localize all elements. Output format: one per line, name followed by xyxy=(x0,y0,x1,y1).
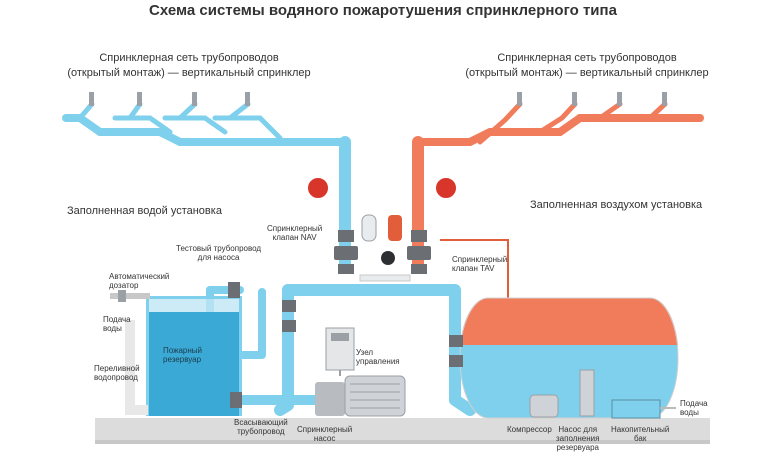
pump-label: Спринклерный насос xyxy=(297,425,352,443)
left-sprinkler-heads xyxy=(89,92,250,106)
nav-valve-label: Спринклерный клапан NAV xyxy=(267,224,322,242)
nav-valve-station xyxy=(334,214,377,274)
overflow-line2: водопровод xyxy=(94,373,138,382)
supply-right-line1: Подача xyxy=(680,399,708,408)
station-header xyxy=(359,274,411,282)
nav-valve-line1: Спринклерный xyxy=(267,224,323,233)
sprinkler-pump xyxy=(315,375,406,417)
fill-pump-line3: резервуара xyxy=(556,443,599,452)
pump-line2: насос xyxy=(313,434,336,443)
supply-right-line2: воды xyxy=(680,408,699,417)
pump-line1: Спринклерный xyxy=(297,425,353,434)
floor-shadow xyxy=(95,440,710,444)
fill-pump xyxy=(579,369,595,417)
overflow-label: Переливной водопровод xyxy=(94,364,140,382)
water-install-label: Заполненная водой установка xyxy=(67,205,222,217)
left-network-line2: (открытый монтаж) — вертикальный спринкл… xyxy=(67,67,311,79)
test-pipe-line2: для насоса xyxy=(197,253,240,262)
reservoir-label: Пожарный резервуар xyxy=(163,346,202,364)
storage-line2: бак xyxy=(633,434,647,443)
doser-line2: дозатор xyxy=(109,281,139,290)
suction-label: Всасывающий трубопровод xyxy=(234,418,288,436)
nav-valve-line2: клапан NAV xyxy=(272,233,317,242)
left-network-caption: Спринклерная сеть трубопроводов (открыты… xyxy=(58,51,320,81)
test-pipe-label: Тестовый трубопровод для насоса xyxy=(176,244,261,262)
control-label: Узел управления xyxy=(356,348,400,366)
fill-pump-label: Насос для заполнения резервуара xyxy=(556,425,599,452)
fill-pump-line1: Насос для xyxy=(558,425,598,434)
storage-tank xyxy=(611,399,661,419)
reservoir-line1: Пожарный xyxy=(163,346,202,355)
right-network-caption: Спринклерная сеть трубопроводов (открыты… xyxy=(456,51,718,81)
diagram-title: Схема системы водяного пожаротушения спр… xyxy=(149,2,617,19)
doser-label: Автоматический дозатор xyxy=(109,272,169,290)
reservoir-line2: резервуар xyxy=(163,355,202,364)
supply-left-label: Подача воды xyxy=(103,315,131,333)
storage-label: Накопительный бак xyxy=(611,425,669,443)
right-network-line1: Спринклерная сеть трубопроводов xyxy=(497,52,677,64)
overflow-line1: Переливной xyxy=(94,364,140,373)
control-line2: управления xyxy=(356,357,400,366)
doser-line1: Автоматический xyxy=(109,272,170,281)
control-line1: Узел xyxy=(356,348,374,357)
floor xyxy=(95,418,710,444)
gauge-left xyxy=(306,176,330,200)
air-install-label: Заполненная воздухом установка xyxy=(530,199,703,211)
right-sprinkler-network xyxy=(412,101,704,274)
gauge-right xyxy=(434,176,458,200)
test-pipe-line1: Тестовый трубопровод xyxy=(176,244,262,253)
compressor-label: Компрессор xyxy=(507,425,552,434)
left-network-line1: Спринклерная сеть трубопроводов xyxy=(99,52,279,64)
fill-pump-line2: заполнения xyxy=(556,434,600,443)
storage-line1: Накопительный xyxy=(611,425,670,434)
compressor xyxy=(529,394,559,418)
overflow-pipe xyxy=(125,320,148,415)
control-unit xyxy=(325,327,355,376)
suction-line2: трубопровод xyxy=(237,427,285,436)
tav-valve-label: Спринклерный клапан TAV xyxy=(452,255,507,273)
supply-left-line2: воды xyxy=(103,324,122,333)
right-network-line2: (открытый монтаж) — вертикальный спринкл… xyxy=(465,67,709,79)
right-sprinkler-heads xyxy=(517,92,667,106)
suction-line1: Всасывающий xyxy=(234,418,288,427)
fire-reservoir xyxy=(146,296,242,416)
tav-valve-line2: клапан TAV xyxy=(452,264,495,273)
riser-valves xyxy=(228,282,463,408)
supply-left-line1: Подача xyxy=(103,315,131,324)
pressure-tank xyxy=(459,297,679,419)
supply-right-label: Подача воды xyxy=(680,399,708,417)
tav-valve-station xyxy=(381,215,431,274)
doser-block xyxy=(118,290,126,302)
tav-valve-line1: Спринклерный xyxy=(452,255,508,264)
